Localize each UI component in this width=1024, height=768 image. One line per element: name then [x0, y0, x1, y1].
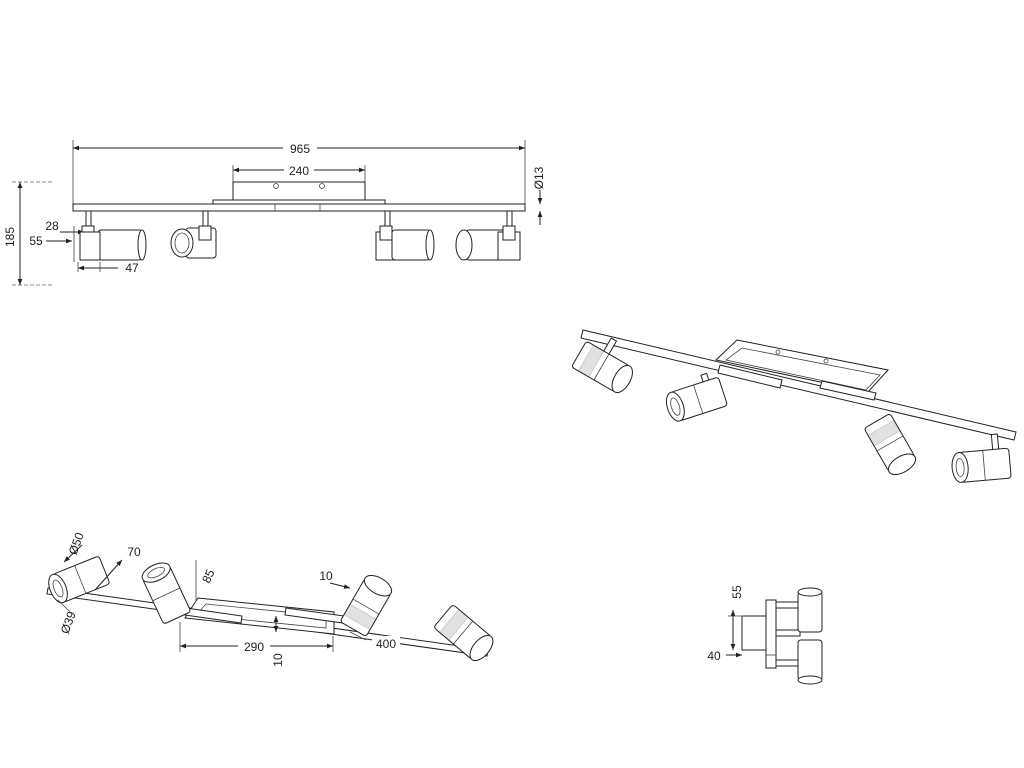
side-spotlight-upper — [797, 587, 823, 633]
dimension-70: 70 — [127, 545, 141, 559]
front-view: 965 240 Ø13 185 28 55 — [3, 140, 546, 286]
spotlight-2-perspective — [662, 372, 729, 424]
side-dimension-40: 40 — [707, 649, 721, 663]
perspective-view — [570, 329, 1017, 484]
side-view: 55 40 — [707, 585, 823, 685]
dimension-10-depth: 10 — [271, 653, 285, 667]
spotlight-1-perspective — [570, 337, 638, 397]
spotlight-2-top — [138, 558, 192, 625]
spotlight-2-front — [170, 210, 217, 259]
side-canopy — [765, 599, 777, 669]
dimension-small-diameter: Ø39 — [58, 609, 79, 635]
canopy-front — [232, 181, 366, 201]
mounting-bar-front — [72, 203, 526, 212]
dimension-28: 28 — [45, 219, 59, 233]
dimension-bar-diameter: Ø13 — [532, 166, 546, 189]
spotlight-3-top — [339, 570, 396, 638]
mounting-bar-perspective — [580, 329, 1017, 441]
spotlight-4-perspective — [950, 433, 1012, 484]
dimension-85: 85 — [199, 567, 217, 585]
spotlight-1-front — [79, 210, 147, 261]
dimension-240: 240 — [289, 164, 309, 178]
dimension-55: 55 — [29, 234, 43, 248]
dimension-290: 290 — [244, 640, 264, 654]
top-view: Ø50 70 85 10 290 10 400 Ø39 — [44, 530, 498, 667]
spotlight-3-perspective — [863, 412, 920, 480]
side-spotlight-lower — [797, 639, 823, 685]
side-dimension-55: 55 — [730, 585, 744, 599]
dimension-965: 965 — [290, 142, 310, 156]
spotlight-4-top — [433, 603, 498, 666]
spotlight-3-front — [375, 210, 435, 261]
dimension-10-gap: 10 — [319, 569, 333, 583]
dimension-400: 400 — [376, 637, 396, 651]
dimension-185: 185 — [3, 227, 17, 247]
dimension-spot-diameter: Ø50 — [66, 530, 87, 556]
spotlight-4-front — [455, 210, 521, 261]
dimension-47: 47 — [125, 261, 139, 275]
